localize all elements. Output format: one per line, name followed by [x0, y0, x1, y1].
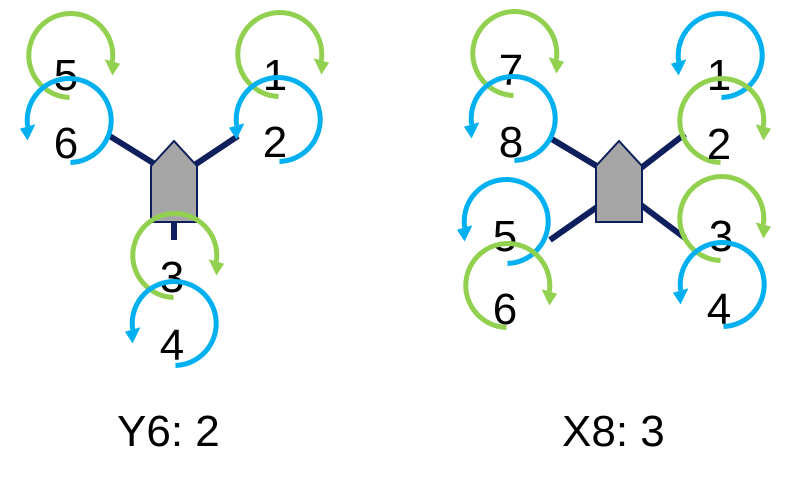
- x8-caption: X8: 3: [562, 407, 665, 456]
- y6-arm-left: [106, 132, 160, 169]
- y6-motor-label: 4: [160, 321, 184, 370]
- x8-motor-6: 6: [463, 241, 558, 334]
- arrowhead-icon: [456, 225, 473, 242]
- arrowhead-icon: [19, 124, 36, 141]
- arrowhead-icon: [313, 58, 330, 75]
- y6-configuration: 5 6 1 2 3 4: [19, 10, 330, 370]
- y6-motor-label: 6: [54, 119, 78, 168]
- x8-motor-8: 8: [463, 74, 558, 167]
- arrowhead-icon: [124, 327, 141, 344]
- x8-motor-label: 7: [499, 46, 523, 95]
- rotor-arc-cw: [130, 211, 220, 300]
- x8-motor-label: 8: [499, 118, 523, 167]
- x8-configuration: 7 8 1 2 5 6: [456, 9, 772, 334]
- x8-motor-3: 3: [677, 174, 772, 263]
- y6-motor-label: 5: [54, 51, 78, 100]
- rotor-arc-cw: [677, 174, 767, 263]
- y6-motor-label: 3: [160, 253, 184, 302]
- y6-motor-6: 6: [19, 76, 114, 168]
- arrowhead-icon: [228, 123, 245, 140]
- arrowhead-icon: [755, 124, 772, 141]
- arrowhead-icon: [463, 122, 480, 139]
- rotor-arc-ccw: [129, 279, 219, 368]
- y6-caption: Y6: 2: [117, 407, 220, 456]
- rotor-arc-ccw: [24, 76, 114, 165]
- x8-motor-label: 2: [707, 120, 731, 169]
- x8-arm-top-left: [548, 135, 602, 171]
- x8-arm-bottom-left: [548, 202, 602, 243]
- y6-motor-4: 4: [124, 279, 219, 370]
- rotor-arc-ccw: [468, 74, 558, 163]
- x8-motor-1: 1: [670, 11, 765, 100]
- x8-motor-label: 1: [707, 51, 731, 100]
- x8-arm-bottom-right: [639, 202, 687, 241]
- x8-motor-4: 4: [672, 240, 767, 334]
- arrowhead-icon: [755, 222, 772, 239]
- x8-motor-label: 6: [493, 285, 517, 334]
- y6-frame-body: [150, 139, 198, 223]
- x8-motor-label: 4: [707, 285, 731, 334]
- x8-motor-label: 5: [493, 212, 517, 261]
- x8-arm-top-right: [639, 131, 687, 171]
- arrowhead-icon: [670, 59, 687, 76]
- arrowhead-icon: [541, 289, 558, 306]
- rotor-arc-ccw: [677, 240, 767, 329]
- x8-motor-label: 3: [709, 212, 733, 261]
- rotor-arc-cw: [463, 241, 553, 330]
- x8-motor-2: 2: [677, 76, 772, 169]
- y6-arm-right: [191, 133, 240, 169]
- arrowhead-icon: [548, 57, 565, 74]
- x8-frame-body: [595, 139, 643, 223]
- arrowhead-icon: [104, 59, 121, 76]
- y6-motor-label: 2: [263, 118, 287, 167]
- arrowhead-icon: [208, 259, 225, 276]
- y6-motor-3: 3: [130, 211, 225, 302]
- y6-motor-2: 2: [228, 75, 323, 167]
- arrowhead-icon: [672, 288, 689, 305]
- rotor-arc-cw: [677, 76, 767, 165]
- rotor-arc-ccw: [233, 75, 323, 164]
